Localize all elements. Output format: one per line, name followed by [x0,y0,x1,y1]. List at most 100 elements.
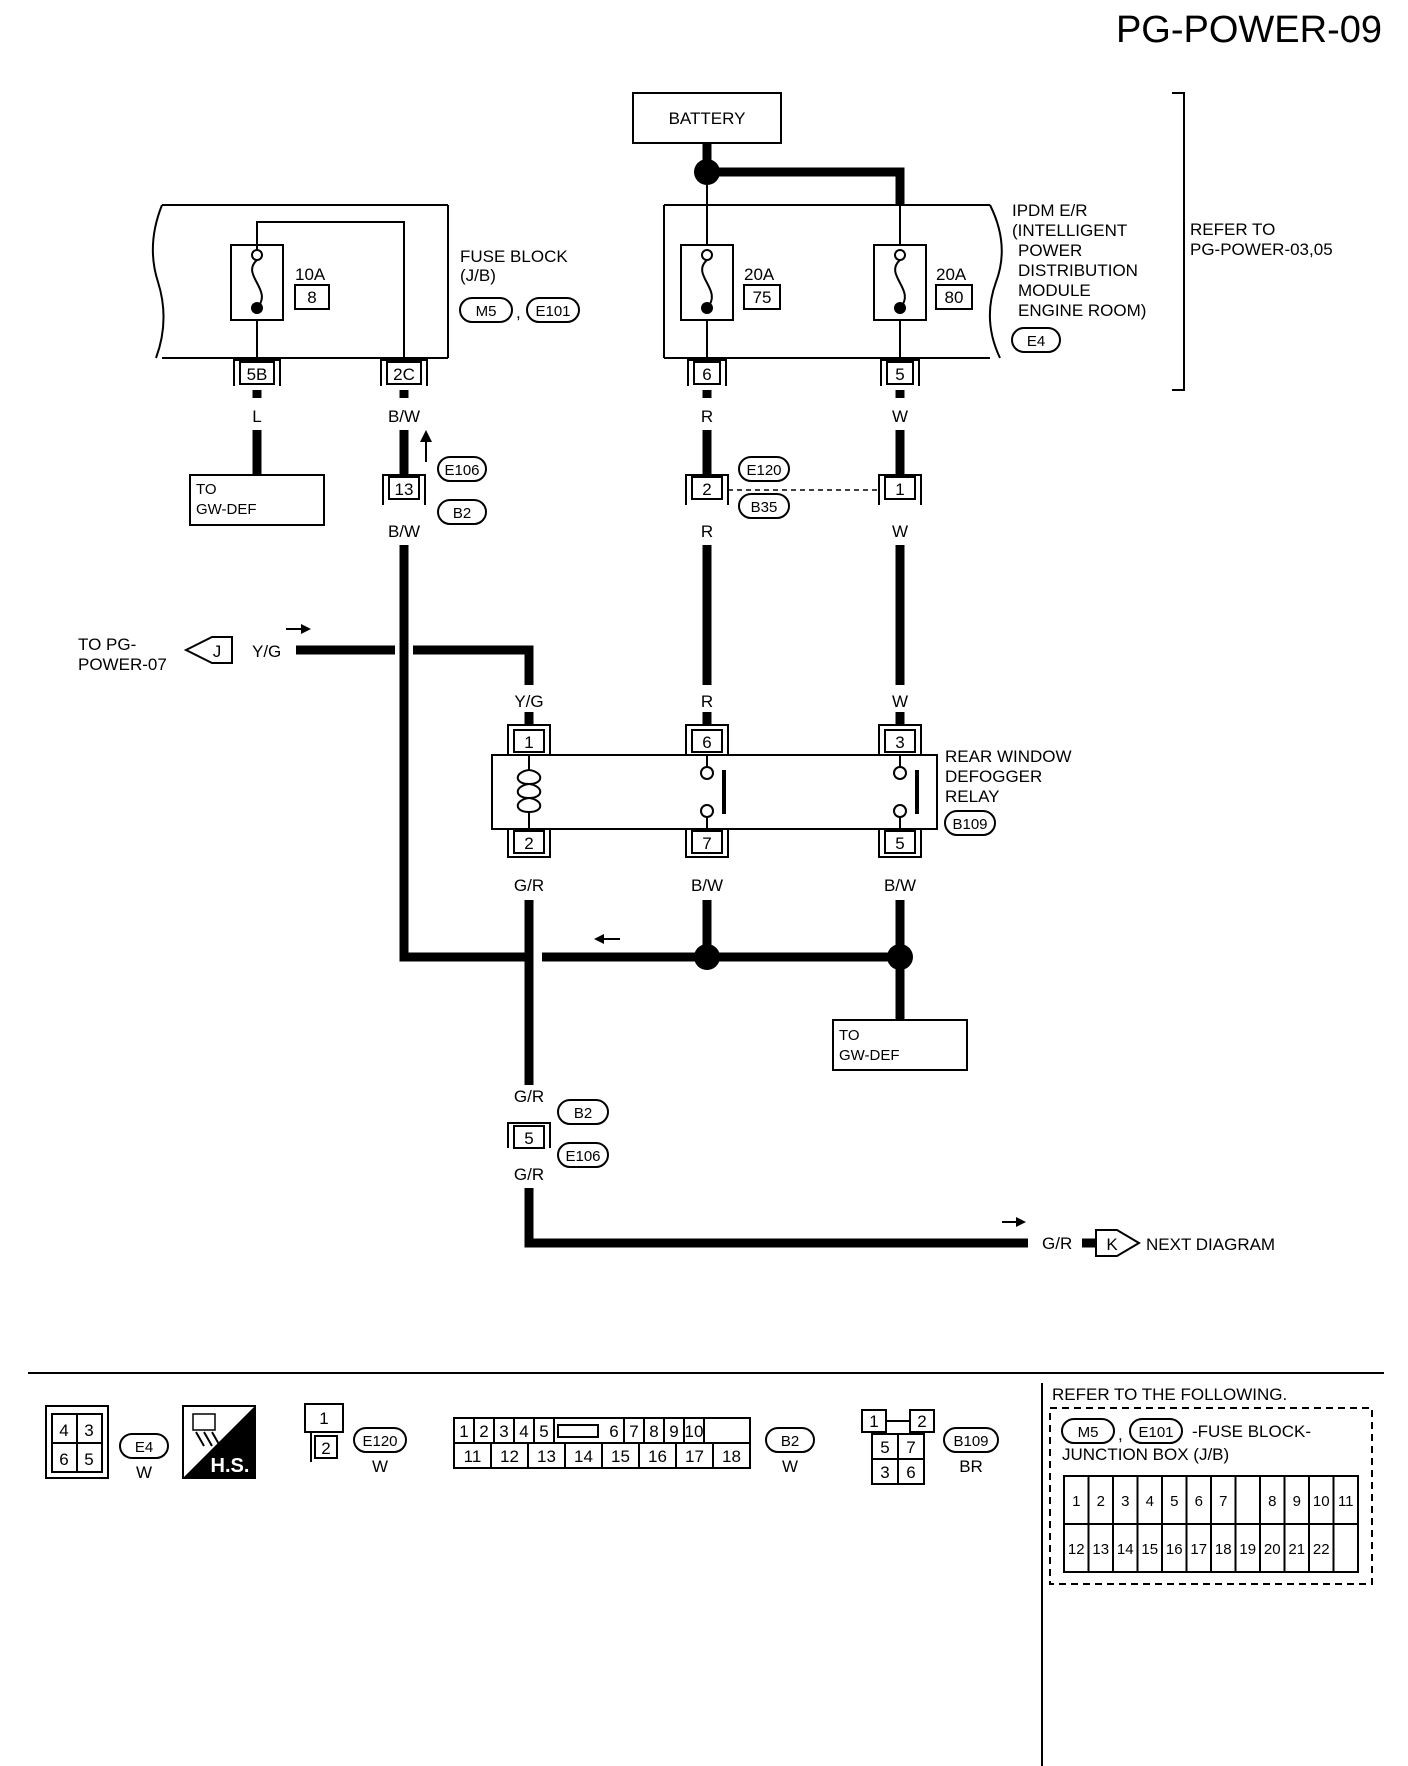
e120-color: W [372,1457,388,1476]
jb-pin-19: 19 [1239,1541,1256,1558]
b2-pin-4: 4 [519,1422,528,1441]
jb-pin-3: 3 [1121,1493,1129,1510]
e4-pin-6: 6 [59,1450,68,1469]
jb-pin-20: 20 [1264,1541,1281,1558]
ipdm-label-5: MODULE [1018,281,1091,300]
jb-pin-5: 5 [1170,1493,1178,1510]
b109-color: BR [959,1457,983,1476]
b109-pin-1: 1 [869,1412,878,1431]
refer-title: REFER TO THE FOLLOWING. [1052,1385,1287,1404]
wire-label-gr-4: G/R [1042,1234,1072,1253]
fuse-block-connector-m5: M5 [476,303,497,320]
e120-pin-1: 1 [319,1409,328,1428]
jb-pin-2: 2 [1097,1493,1105,1510]
battery-label: BATTERY [669,109,746,128]
fuse-80-rating: 20A [936,265,967,284]
fuse-block-term-5b: 5B [247,365,268,384]
ipdm-term-5: 5 [895,365,904,384]
e4-pin-4: 4 [59,1421,68,1440]
fuse-80-number: 80 [945,288,964,307]
b109-pin-2: 2 [917,1412,926,1431]
relay-label-3: RELAY [945,787,1000,806]
wire-label-bw-1: B/W [388,407,420,426]
ipdm-connector: E4 [1027,333,1045,350]
jb-pin-1: 1 [1072,1493,1080,1510]
b2-pin-16: 16 [648,1447,667,1466]
jb-pin-4: 4 [1146,1493,1154,1510]
b109-pin-6: 6 [906,1463,915,1482]
jb-pin-10: 10 [1313,1493,1330,1510]
relay-pin-1: 1 [524,733,533,752]
fuse-block-comma: , [516,303,521,322]
relay-label-2: DEFOGGER [945,767,1042,786]
relay-b109: 1 6 3 2 7 5 [491,712,938,858]
relay-pin-2: 2 [524,834,533,853]
fuse-block-connector-e101: E101 [535,303,570,320]
b2-pin-11: 11 [464,1447,482,1466]
refer-conn-m5: M5 [1078,1424,1099,1441]
to-gw-def-box-2 [832,1019,968,1071]
battery-box [632,92,782,144]
b109-pin-3: 3 [880,1463,889,1482]
b2-pin-6: 6 [609,1422,618,1441]
e4-color: W [136,1463,152,1482]
connector-j-arrow [183,636,233,664]
wire-label-r-2: R [701,522,713,541]
ipdm-label-4: DISTRIBUTION [1018,261,1138,280]
conn-e106-lower: E106 [565,1148,600,1165]
relay-pin-7: 7 [702,834,711,853]
splice-bw-2 [887,944,913,970]
ipdm-label-2: (INTELLIGENT [1012,221,1127,240]
relay-pin-3: 3 [895,733,904,752]
splice-bw-1 [694,944,720,970]
refer-label-2: PG-POWER-03,05 [1190,240,1333,259]
e4-pin-3: 3 [84,1421,93,1440]
to-gw-def-box-1 [189,474,325,526]
conn-e120: E120 [746,462,781,479]
relay-label-1: REAR WINDOW [945,747,1072,766]
relay-pin-6: 6 [702,733,711,752]
wire-label-yg-1: Y/G [252,642,281,661]
b2-pin-9: 9 [669,1422,678,1441]
wire-label-bw-3: B/W [691,876,723,895]
b2-pin-1: 1 [459,1422,468,1441]
b2-id: B2 [781,1433,799,1450]
b2-color: W [782,1457,798,1476]
to-gw-def-2-line2: GW-DEF [839,1047,900,1064]
wire-label-r-1: R [701,407,713,426]
jb-pin-16: 16 [1166,1541,1183,1558]
b2-pin-14: 14 [574,1447,593,1466]
jb-pin-18: 18 [1215,1541,1232,1558]
b109-id: B109 [953,1433,988,1450]
wire-label-w-1: W [892,407,908,426]
jb-pin-12: 12 [1068,1541,1085,1558]
b2-pin-8: 8 [649,1422,658,1441]
fuse-block-term-2c: 2C [393,365,415,384]
b2-pin-5: 5 [539,1422,548,1441]
hs-label: H.S. [211,1455,250,1477]
to-pg-power-07-line1: TO PG- [78,635,136,654]
to-gw-def-2-line1: TO [839,1027,860,1044]
wire-label-gr-1: G/R [514,876,544,895]
page-title: PG-POWER-09 [1116,9,1382,51]
fuse-block-label-1: FUSE BLOCK [460,247,568,266]
jb-pin-9: 9 [1293,1493,1301,1510]
e4-id: E4 [135,1439,153,1456]
ipdm-label-6: ENGINE ROOM) [1018,301,1146,320]
b2-pin-15: 15 [611,1447,630,1466]
jb-pin-17: 17 [1190,1541,1207,1558]
jb-pin-6: 6 [1195,1493,1203,1510]
refer-conn-e101: E101 [1138,1424,1173,1441]
legend-b109: 1 2 5 7 3 6 [861,1409,935,1485]
relay-connector: B109 [952,816,987,833]
wire-label-r-3: R [701,692,713,711]
e120-id: E120 [362,1433,397,1450]
next-diagram-label: NEXT DIAGRAM [1146,1235,1275,1254]
wire-label-gr-2: G/R [514,1087,544,1106]
term-2-e120: 2 [702,480,711,499]
fuse-block-label-2: (J/B) [460,266,496,285]
jb-pin-13: 13 [1092,1541,1109,1558]
to-gw-def-1-line2: GW-DEF [196,501,257,518]
wire-label-bw-2: B/W [388,522,420,541]
